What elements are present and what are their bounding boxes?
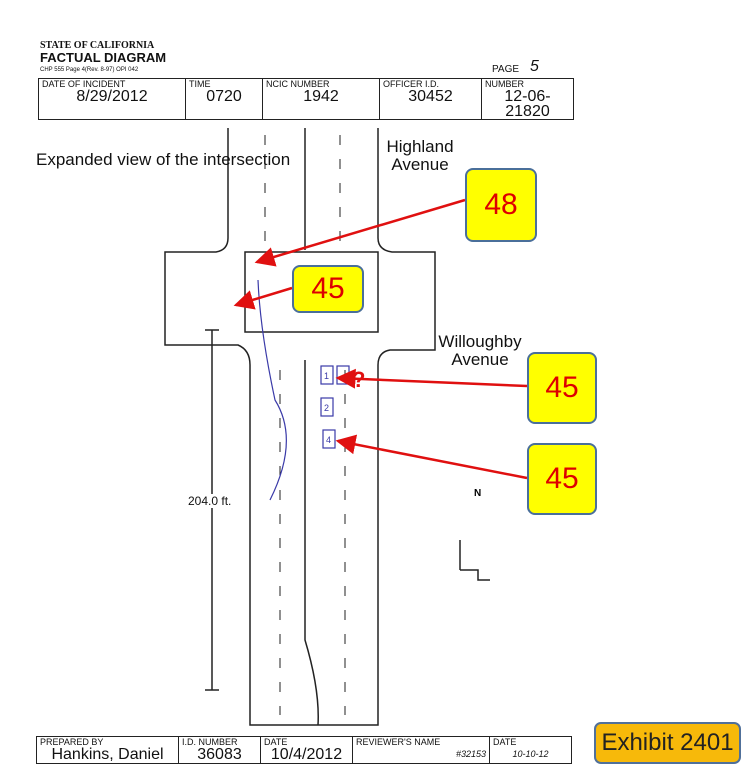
callout-45-intersection: 45 bbox=[292, 265, 364, 313]
form-id: CHP 555 Page 4(Rev. 8-97) OPI 042 bbox=[40, 67, 139, 73]
field-officer-id: OFFICER I.D.30452 bbox=[379, 78, 482, 120]
page-label: PAGE bbox=[492, 64, 520, 75]
vehicle-4-label: 4 bbox=[326, 435, 331, 445]
exhibit-label: Exhibit 2401 bbox=[594, 722, 741, 764]
vehicle-path bbox=[257, 279, 287, 501]
vehicle-2-label: 2 bbox=[324, 403, 329, 413]
distance-label: 204.0 ft. bbox=[188, 494, 232, 508]
centerline-south bbox=[304, 360, 319, 726]
street-highland: Highland Avenue bbox=[386, 137, 454, 174]
agency: STATE OF CALIFORNIA bbox=[40, 40, 155, 51]
field-reviewer: REVIEWER'S NAME#32153 bbox=[352, 736, 490, 764]
page-number: 5 bbox=[530, 58, 539, 75]
form-title: FACTUAL DIAGRAM bbox=[40, 50, 167, 65]
callout-45-vehicle-1: 45 bbox=[527, 352, 597, 424]
arrow-45-a bbox=[233, 286, 293, 310]
arrow-45-c bbox=[335, 434, 528, 480]
arrow-45-b bbox=[335, 368, 528, 389]
callout-45-vehicle-4: 45 bbox=[527, 443, 597, 515]
diagram-note: Expanded view of the intersection bbox=[36, 150, 291, 169]
callout-48: 48 bbox=[465, 168, 537, 242]
vehicle-1-label: 1 bbox=[324, 371, 329, 381]
street-willoughby: Willoughby Avenue bbox=[438, 332, 522, 369]
road-outline bbox=[164, 128, 436, 726]
north-label: N bbox=[474, 488, 481, 499]
arrow-48 bbox=[254, 198, 466, 267]
